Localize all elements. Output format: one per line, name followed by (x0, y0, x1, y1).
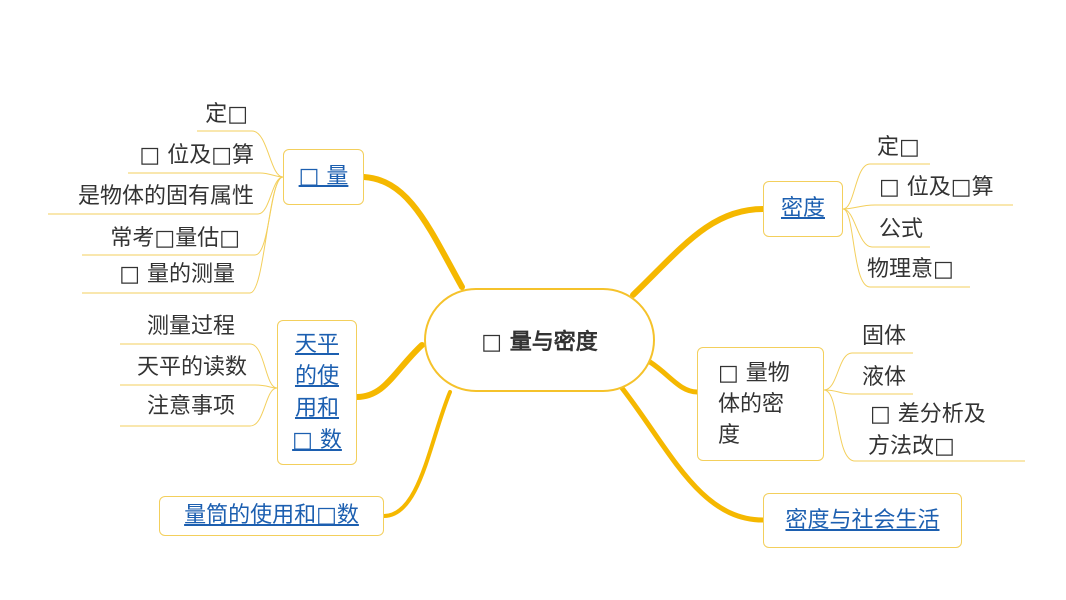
topic-density[interactable]: 密度 (763, 181, 843, 237)
topic-balance-link-4[interactable]: □ 数 (292, 427, 342, 453)
subtopic[interactable]: □ 位及□算 (139, 143, 254, 168)
central-topic-label: □ 量与密度 (481, 330, 598, 355)
branch-measure-density (647, 359, 700, 395)
subtopic[interactable]: 方法改□ (868, 434, 955, 459)
central-topic[interactable]: □ 量与密度 (424, 288, 655, 392)
subtopic[interactable]: 天平的读数 (136, 355, 247, 380)
topic-balance[interactable]: 天平 的使 用和 □ 数 (277, 320, 357, 465)
topic-balance-link-3[interactable]: 用和 (294, 395, 339, 421)
branch-cylinder (382, 390, 452, 518)
subtopic[interactable]: 定□ (877, 135, 920, 160)
subtopic[interactable]: 物理意□ (867, 257, 954, 282)
branch-density (630, 206, 766, 298)
topic-mass-link[interactable]: □ 量 (298, 164, 349, 189)
topic-cylinder-link[interactable]: 量筒的使用和□数 (184, 503, 359, 528)
topic-balance-link-2[interactable]: 的使 (294, 363, 339, 389)
subtopic[interactable]: □ 位及□算 (879, 175, 994, 200)
topic-social-life-link[interactable]: 密度与社会生活 (785, 507, 940, 533)
subtopic[interactable]: 固体 (862, 324, 907, 349)
branch-mass (361, 174, 465, 290)
subtopic[interactable]: 是物体的固有属性 (77, 184, 254, 209)
subtopic[interactable]: 定□ (205, 102, 248, 127)
topic-measure-density[interactable]: □ 量物 体的密 度 (697, 347, 824, 461)
subtopic[interactable]: 注意事项 (146, 394, 235, 419)
topic-measure-density-line-1: □ 量物 (718, 360, 790, 386)
branch-social (619, 385, 766, 523)
subtopic[interactable]: □ 差分析及 (870, 402, 986, 427)
topic-mass[interactable]: □ 量 (283, 149, 364, 205)
topic-balance-link-1[interactable]: 天平 (294, 331, 339, 357)
topic-cylinder[interactable]: 量筒的使用和□数 (159, 496, 384, 536)
subtopic[interactable]: 公式 (879, 217, 924, 242)
topic-measure-density-line-3: 度 (718, 422, 741, 448)
branch-balance (354, 342, 425, 400)
topic-measure-density-line-2: 体的密 (718, 391, 785, 417)
subtopic[interactable]: □ 量的测量 (119, 262, 235, 287)
topic-density-link[interactable]: 密度 (780, 196, 825, 221)
topic-social-life[interactable]: 密度与社会生活 (763, 493, 962, 548)
subtopic[interactable]: 测量过程 (146, 314, 235, 339)
subtopic[interactable]: 液体 (862, 365, 907, 390)
subtopic[interactable]: 常考□量估□ (110, 226, 240, 251)
